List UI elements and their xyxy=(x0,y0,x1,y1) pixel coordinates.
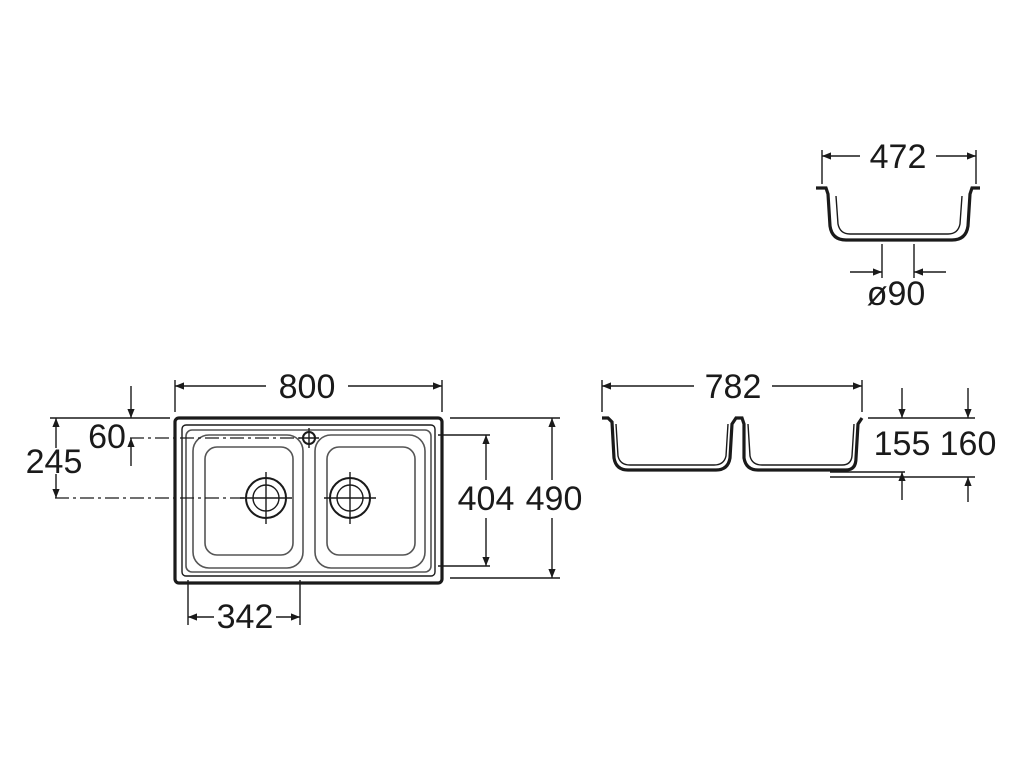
bowl-depth-dimension: 404 xyxy=(438,434,515,567)
tap-hole xyxy=(299,428,319,448)
drain-diameter-label: ø90 xyxy=(867,275,926,313)
side-view: 782 155 160 xyxy=(601,368,996,502)
tap-hole-offset-dimension: 60 xyxy=(88,386,135,466)
left-bowl-outer xyxy=(192,434,304,569)
side-profile-inner xyxy=(615,423,855,466)
side-width-dimension: 782 xyxy=(601,368,863,412)
left-bowl-inner xyxy=(204,446,294,556)
drain-offset-dimension: 245 xyxy=(26,417,170,498)
side-depth-dimensions: 155 160 xyxy=(830,388,996,502)
depth-label: 490 xyxy=(526,480,583,518)
right-drain xyxy=(324,472,376,524)
drain-offset-label: 245 xyxy=(26,443,83,481)
sink-deck-outline xyxy=(185,429,432,573)
top-view: 800 490 404 342 xyxy=(26,368,583,636)
right-bowl-outer xyxy=(314,434,426,569)
end-profile-inner xyxy=(835,195,963,235)
drain-diameter-dimension: ø90 xyxy=(850,244,946,313)
side-bowl-depth-label: 155 xyxy=(874,425,931,463)
bowl-width-label: 342 xyxy=(217,598,274,636)
side-profile-outer xyxy=(602,416,864,472)
tap-hole-offset-label: 60 xyxy=(88,418,126,456)
sink-outer-rim xyxy=(173,416,444,585)
sink-inner-rim xyxy=(181,424,436,577)
depth-dimension: 490 xyxy=(450,417,583,579)
side-width-label: 782 xyxy=(705,368,762,406)
width-dimension: 800 xyxy=(174,368,443,412)
width-label: 800 xyxy=(279,368,336,406)
bowl-depth-label: 404 xyxy=(458,480,515,518)
end-view: 472 ø90 xyxy=(816,138,980,313)
end-width-dimension: 472 xyxy=(821,138,977,184)
side-total-depth-label: 160 xyxy=(940,425,997,463)
left-drain xyxy=(240,472,292,524)
bowl-width-dimension: 342 xyxy=(187,580,301,636)
right-bowl-inner xyxy=(326,446,416,556)
end-width-label: 472 xyxy=(870,138,927,176)
